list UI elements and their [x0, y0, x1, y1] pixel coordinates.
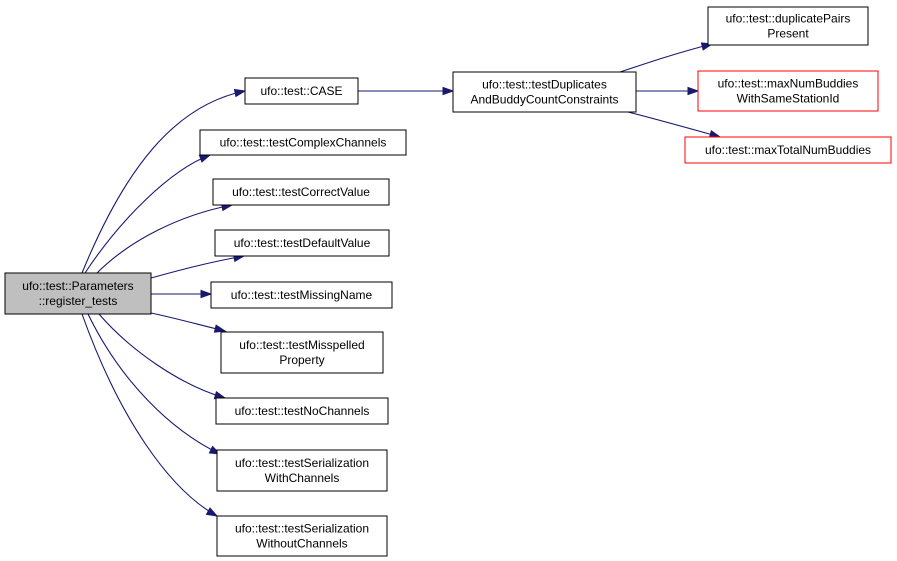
node-label-line: ufo::test::testDuplicates [482, 78, 607, 92]
arrowhead [200, 289, 213, 299]
node-box [684, 136, 892, 164]
edge-root-to-default [150, 253, 246, 279]
node-label-line: ufo::test::Parameters [22, 279, 133, 293]
node-label-line: ufo::test::testSerialization [235, 456, 369, 470]
edge-root-to-missingname [150, 289, 213, 299]
node-maxtotal[interactable]: ufo::test::maxTotalNumBuddies [684, 136, 892, 164]
node-box [4, 272, 152, 315]
node-root: ufo::test::Parameters::register_tests [4, 272, 152, 315]
node-maxnum[interactable]: ufo::test::maxNumBuddiesWithSameStationI… [697, 70, 879, 112]
arrowhead [442, 86, 455, 96]
node-label-line: ufo::test::testCorrectValue [232, 185, 370, 199]
node-label-line: Property [279, 353, 324, 367]
edge-line [81, 90, 246, 274]
node-dupbuddy[interactable]: ufo::test::testDuplicatesAndBuddyCountCo… [452, 71, 637, 113]
node-box [707, 6, 869, 46]
arrowhead [198, 154, 212, 163]
edge-root-to-case [81, 88, 247, 274]
edge-root-to-serwithout [81, 313, 219, 517]
node-label-line: ufo::test::testComplexChannels [220, 136, 387, 150]
node-correct[interactable]: ufo::test::testCorrectValue [212, 178, 390, 206]
edge-line [84, 154, 211, 274]
edge-root-to-complex [84, 154, 212, 274]
node-box [216, 515, 388, 557]
arrowhead [233, 88, 247, 98]
edge-line [619, 43, 713, 73]
edge-line [627, 111, 721, 138]
node-box [220, 331, 384, 374]
edge-dupbuddy-to-maxnum [636, 86, 700, 96]
edges-layer [81, 42, 722, 517]
edge-line [150, 255, 245, 279]
node-label-line: ufo::test::maxNumBuddies [718, 77, 859, 91]
node-label-line: ufo::test::testMisspelled [239, 338, 364, 352]
node-label-line: AndBuddyCountConstraints [470, 93, 618, 107]
node-label-line: WithoutChannels [256, 537, 347, 551]
arrowhead [213, 324, 227, 333]
node-label-line: ufo::test::maxTotalNumBuddies [705, 143, 871, 157]
node-label-line: ufo::test::testDefaultValue [234, 236, 371, 250]
node-missingname[interactable]: ufo::test::testMissingName [210, 281, 393, 309]
node-box [452, 71, 637, 113]
edge-line [96, 204, 233, 274]
node-label-line: WithSameStationId [737, 92, 840, 106]
node-box [214, 229, 390, 257]
node-box [199, 129, 407, 156]
node-box [215, 397, 389, 425]
edge-dupbuddy-to-duppairs [619, 42, 714, 73]
nodes-layer: ufo::test::Parameters::register_testsufo… [4, 6, 892, 557]
edge-root-to-misspelled [150, 312, 227, 333]
node-box [244, 77, 359, 105]
edge-dupbuddy-to-maxtotal [627, 111, 722, 139]
edge-line [150, 312, 226, 332]
edge-root-to-serwith [87, 313, 222, 455]
node-label-line: ufo::test::testSerialization [235, 522, 369, 536]
node-complex[interactable]: ufo::test::testComplexChannels [199, 129, 407, 156]
node-box [212, 178, 390, 206]
node-default[interactable]: ufo::test::testDefaultValue [214, 229, 390, 257]
node-label-line: ufo::test::duplicatePairs [726, 12, 851, 26]
edge-line [87, 313, 221, 455]
node-box [210, 281, 393, 309]
node-label-line: ufo::test::CASE [260, 84, 342, 98]
arrowhead [205, 507, 219, 517]
node-label-line: ufo::test::testMissingName [231, 288, 373, 302]
edge-line [98, 313, 226, 399]
node-box [697, 70, 879, 112]
node-serwithout[interactable]: ufo::test::testSerializationWithoutChann… [216, 515, 388, 557]
edge-case-to-dupbuddy [358, 86, 455, 96]
node-label-line: Present [767, 27, 809, 41]
node-label-line: ufo::test::testNoChannels [235, 404, 370, 418]
arrowhead [687, 86, 700, 96]
edge-line [81, 313, 218, 517]
node-nochannels[interactable]: ufo::test::testNoChannels [215, 397, 389, 425]
node-box [216, 449, 388, 492]
node-label-line: ::register_tests [39, 294, 118, 308]
node-label-line: WithChannels [265, 471, 340, 485]
node-case[interactable]: ufo::test::CASE [244, 77, 359, 105]
